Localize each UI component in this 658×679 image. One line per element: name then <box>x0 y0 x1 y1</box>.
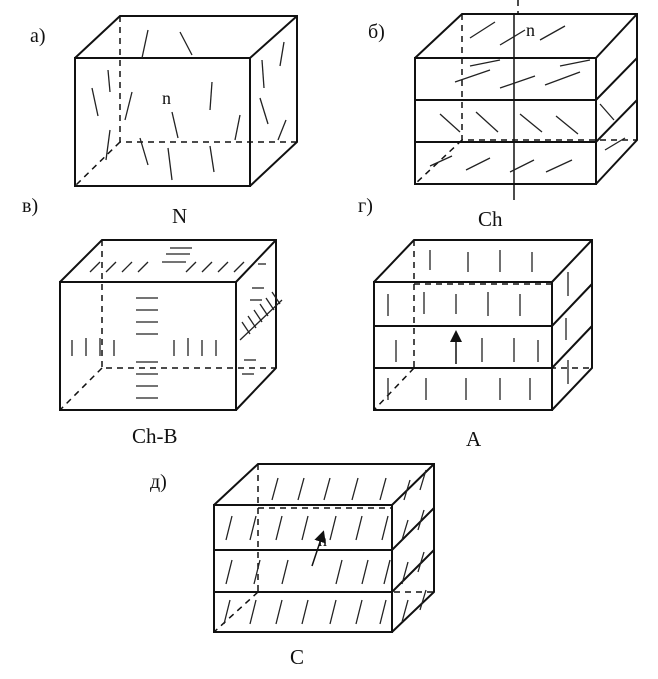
panel-a-nematic: а) n N <box>30 15 298 228</box>
panel-b-molecules <box>429 21 626 173</box>
panel-d-box <box>213 463 435 633</box>
panel-d-caption: C <box>290 645 304 669</box>
panel-v-caption: Ch-B <box>132 424 178 448</box>
panel-a-caption: N <box>172 204 187 228</box>
panel-g-smectic-a: г) <box>358 195 593 451</box>
panel-g-molecules <box>387 250 569 400</box>
panel-g-letter: г) <box>358 195 373 217</box>
panel-v-letter: в) <box>22 195 38 217</box>
panel-g-box <box>373 239 593 411</box>
panel-d-molecules <box>223 469 427 625</box>
panel-v-blue-phase: в) <box>22 195 283 448</box>
panel-a-letter: а) <box>30 25 46 47</box>
panel-v-box <box>59 239 277 411</box>
panel-g-caption: A <box>466 427 482 451</box>
panel-d-director-label: n <box>318 530 327 550</box>
panel-a-director-label: n <box>162 88 171 108</box>
panel-b-director-label: n <box>526 20 535 40</box>
panel-a-molecules <box>91 29 287 181</box>
panel-a-box <box>74 15 298 187</box>
panel-v-molecules <box>71 247 283 399</box>
panel-b-caption: Ch <box>478 207 503 231</box>
panel-b-box <box>414 0 638 200</box>
panel-b-cholesteric: б) n <box>368 0 638 231</box>
panel-d-letter: д) <box>150 471 167 493</box>
panel-d-smectic-c: д) <box>150 463 435 669</box>
panel-b-letter: б) <box>368 21 385 43</box>
